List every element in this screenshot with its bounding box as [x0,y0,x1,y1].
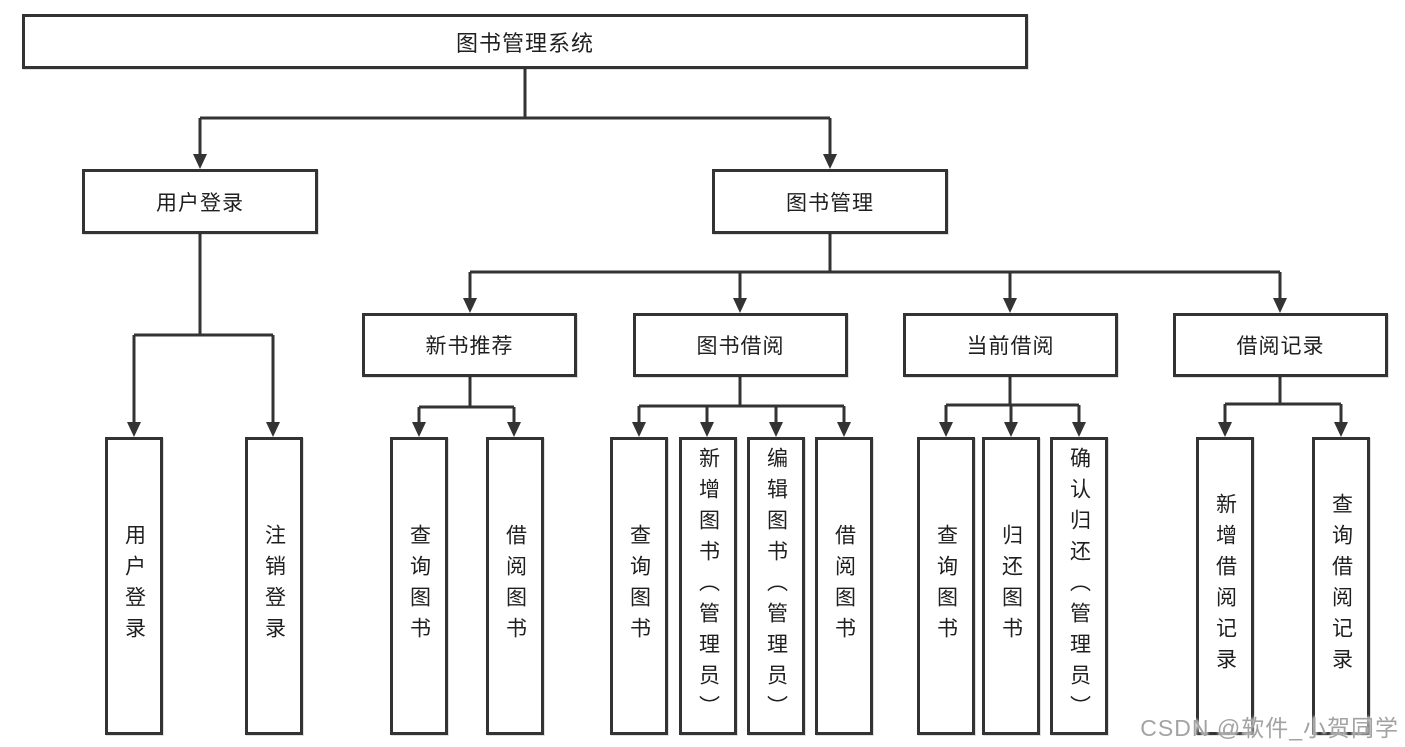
leaf-current-return-books: 归还图书 [982,437,1040,735]
arrowhead-icon [412,422,426,437]
arrowhead-icon [700,422,714,437]
leaf-current-confirm-return-admin: 确认归还（管理员） [1050,437,1108,735]
node-new-book-recommend: 新书推荐 [362,313,577,377]
connector-borrowrecord-children [1223,377,1343,423]
leaf-newbook-borrow-books: 借阅图书 [486,437,544,735]
arrowheads [127,154,1348,437]
csdn-watermark: CSDN @软件_小贺同学 [1140,715,1399,741]
arrowhead-icon [1218,422,1232,437]
node-book-borrow: 图书借阅 [633,313,848,377]
leaf-records-add-record: 新增借阅记录 [1196,437,1254,735]
leaf-newbook-query-books: 查询图书 [390,437,448,735]
leaf-records-query-record: 查询借阅记录 [1312,437,1370,735]
leaf-borrow-edit-books-admin: 编辑图书（管理员） [747,437,805,735]
arrowhead-icon [127,422,141,437]
node-library-system: 图书管理系统 [22,14,1028,69]
node-borrow-records: 借阅记录 [1173,313,1388,377]
arrowhead-icon [266,422,280,437]
arrowhead-icon [939,422,953,437]
arrowhead-icon [507,422,521,437]
arrowhead-icon [1003,298,1017,313]
arrowhead-icon [769,422,783,437]
arrowhead-icon [193,154,207,169]
node-book-management: 图书管理 [712,169,948,234]
arrowhead-icon [837,422,851,437]
arrowhead-icon [463,298,477,313]
arrowhead-icon [1273,298,1287,313]
connector-newbook-children [417,377,516,423]
node-user-login: 用户登录 [82,169,318,234]
leaf-logout: 注销登录 [245,437,303,735]
leaf-borrow-borrow-books: 借阅图书 [815,437,873,735]
connector-bookborrow-children [637,377,846,423]
arrowhead-icon [632,422,646,437]
arrowhead-icon [1072,422,1086,437]
leaf-current-query-books: 查询图书 [917,437,975,735]
connector-root-to-level2 [198,69,832,154]
connector-user-login-children [132,234,275,423]
node-current-borrow: 当前借阅 [903,313,1118,377]
arrowhead-icon [1004,422,1018,437]
connector-currentborrow-children [944,377,1081,423]
leaf-user-login: 用户登录 [105,437,163,735]
arrowhead-icon [823,154,837,169]
arrowhead-icon [1334,422,1348,437]
connector-book-mgmt-children [468,234,1282,299]
leaf-borrow-query-books: 查询图书 [610,437,668,735]
leaf-borrow-add-books-admin: 新增图书（管理员） [679,437,737,735]
arrowhead-icon [733,298,747,313]
